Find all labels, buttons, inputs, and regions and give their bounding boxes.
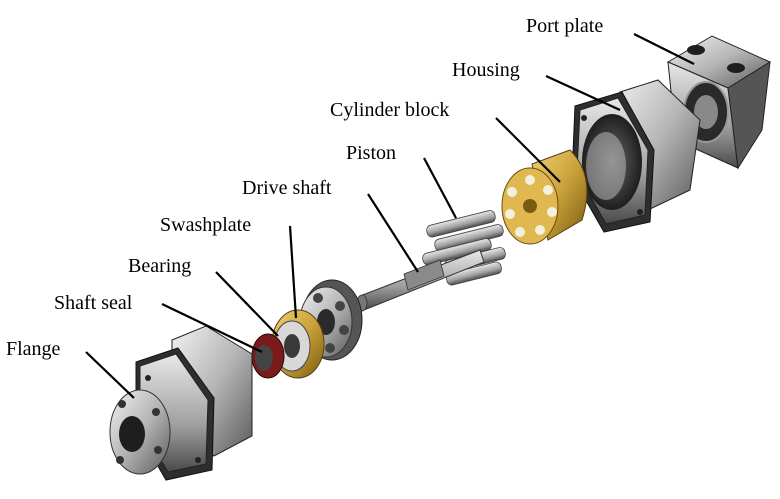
label-housing: Housing (452, 59, 520, 81)
leader-piston (423, 157, 457, 219)
cylinder-block-part (501, 149, 588, 245)
leader-lines (85, 33, 695, 399)
shaft-seal-part (251, 333, 285, 379)
label-drive-shaft: Drive shaft (242, 177, 332, 199)
label-piston: Piston (346, 142, 397, 164)
label-swashplate: Swashplate (160, 214, 252, 236)
label-flange: Flange (6, 338, 61, 360)
housing-part (571, 79, 701, 233)
leader-cylinder-block (495, 117, 561, 183)
flange-part (109, 325, 253, 481)
label-bearing: Bearing (128, 255, 192, 277)
leader-shaft-seal (161, 303, 263, 353)
leader-bearing (215, 271, 279, 337)
label-shaft-seal: Shaft seal (54, 292, 133, 314)
leader-housing (545, 75, 621, 111)
label-cylinder-block: Cylinder block (330, 99, 450, 121)
leader-drive-shaft (367, 193, 419, 273)
leader-flange (85, 351, 135, 399)
label-port-plate: Port plate (526, 15, 604, 37)
leader-port-plate (633, 33, 695, 65)
leader-swashplate (288, 225, 298, 319)
